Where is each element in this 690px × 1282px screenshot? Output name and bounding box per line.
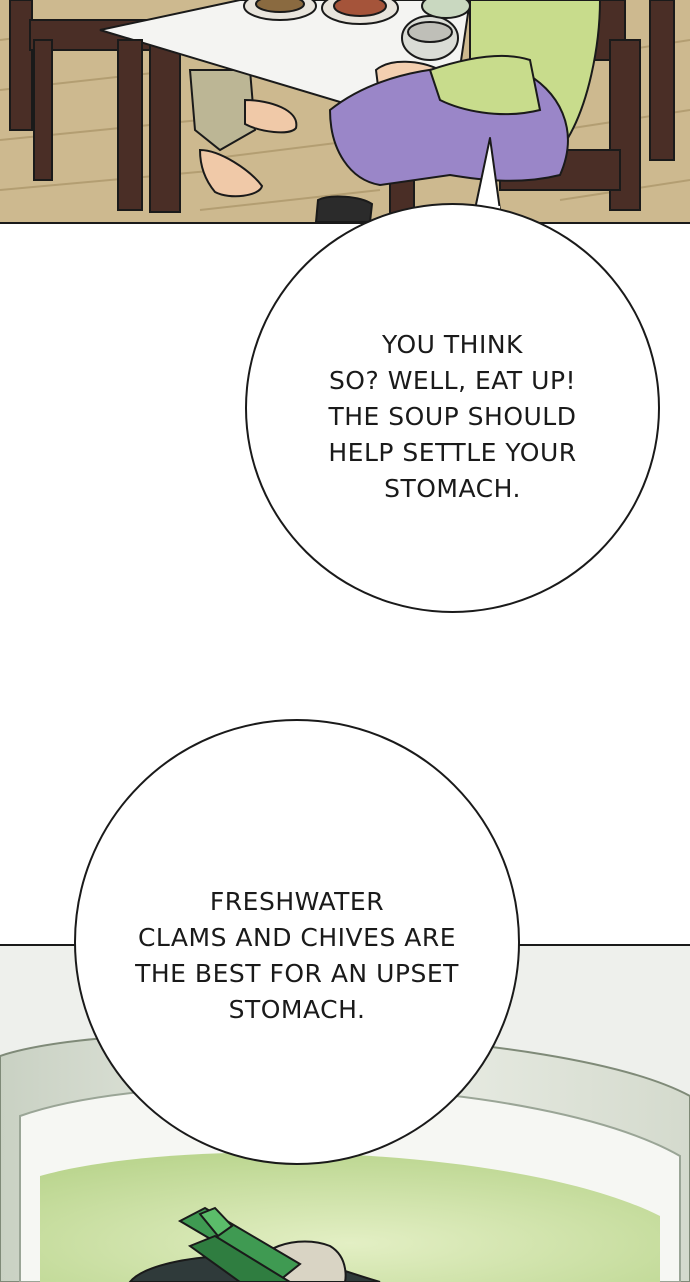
- speech-bubble-2: FRESHWATER CLAMS AND CHIVES ARE THE BEST…: [74, 719, 520, 1165]
- right-person: [314, 0, 602, 222]
- left-person-legs: [188, 69, 298, 198]
- dining-scene-illustration: [0, 0, 690, 222]
- top-panel-dining-scene: [0, 0, 690, 224]
- side-dishes: [243, 0, 471, 61]
- speech-bubble-2-text: FRESHWATER CLAMS AND CHIVES ARE THE BEST…: [135, 887, 459, 1024]
- speech-bubble-1-text: YOU THINK SO? WELL, EAT UP! THE SOUP SHO…: [328, 330, 577, 503]
- chives: [177, 1206, 302, 1282]
- speech-bubble-1: YOU THINK SO? WELL, EAT UP! THE SOUP SHO…: [245, 203, 660, 613]
